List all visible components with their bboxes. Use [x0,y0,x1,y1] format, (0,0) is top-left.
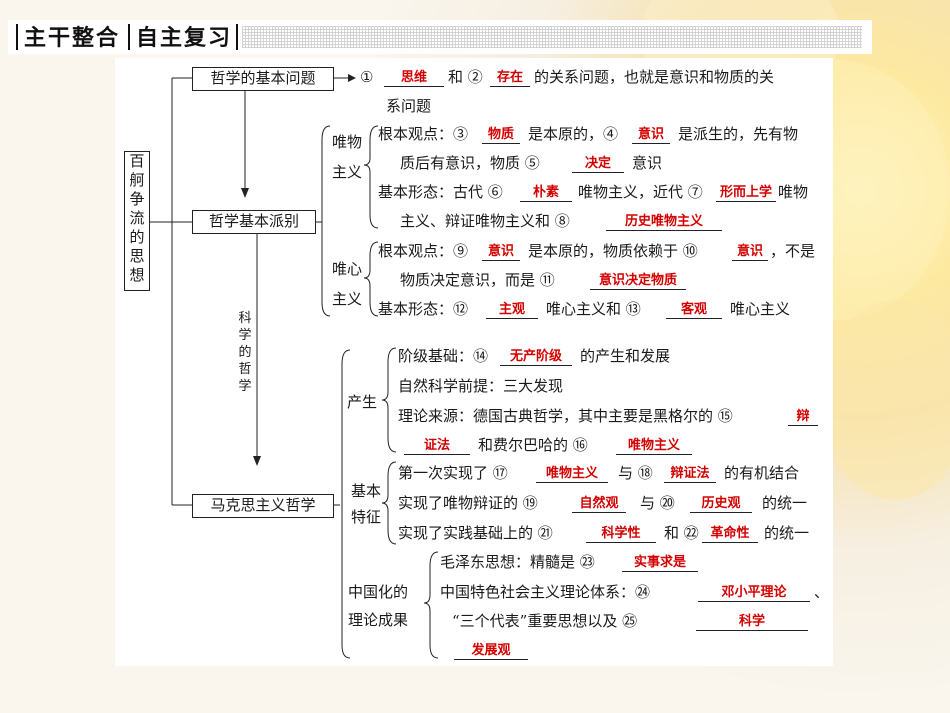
origin-line-1a: 阶级基础：⑭ [398,347,489,365]
materialism-line-3c: 唯物 [778,183,809,201]
answer-21: 科学性 [586,526,656,543]
materialism-line-1c: 是派生的，先有物 [678,125,799,143]
china-label-2: 理论成果 [348,611,409,629]
origin-label: 产生 [347,393,378,411]
answer-13: 客观 [666,302,722,319]
header-divider [16,24,18,50]
materialism-line-2a: 质后有意识，物质 ⑤ [400,154,540,172]
materialism-line-1a: 根本观点：③ [378,125,469,143]
idealism-line-3b: 唯心主义和 ⑬ [546,300,641,318]
materialism-line-3b: 唯物主义，近代 ⑦ [578,183,703,201]
branch-marxism: 马克思主义哲学 [192,494,334,518]
branch-schools: 哲学基本派别 [192,210,316,234]
answer-7: 形而上学 [716,185,776,202]
root-topic: 百舸争流的思想 [124,151,150,291]
china-line-3a: “三个代表”重要思想以及 ㉕ [452,612,638,630]
answer-17: 唯物主义 [536,466,608,483]
answer-14: 无产阶级 [500,349,572,366]
answer-25a: 科学 [696,614,808,631]
origin-line-4b: 和费尔巴哈的 ⑯ [478,436,588,454]
diagram-panel [115,58,833,666]
answer-16: 唯物主义 [616,438,692,455]
materialism-label: 唯物主义 [331,133,362,181]
materialism-line-4a: 主义、辩证唯物主义和 ⑧ [400,212,570,230]
features-line-1b: 与 ⑱ [618,464,653,482]
answer-23: 实事求是 [622,555,698,572]
materialism-line-3a: 基本形态：古代 ⑥ [378,183,503,201]
china-line-2b: 、 [814,583,830,601]
features-line-2c: 的统一 [762,494,808,512]
features-line-1c: 的有机结合 [724,464,800,482]
answer-18: 辩证法 [664,466,716,483]
answer-2: 存在 [490,70,530,87]
header-divider [236,24,238,50]
features-line-1a: 第一次实现了 ⑰ [398,464,508,482]
header-divider [128,24,130,50]
answer-9: 意识 [482,244,520,261]
idealism-label: 唯心主义 [331,260,362,308]
china-label-1: 中国化的 [348,583,409,601]
idealism-line-3c: 唯心主义 [730,300,791,318]
b1-text-1: ① [360,68,374,86]
features-line-3c: 的统一 [764,524,810,542]
origin-line-3a: 理论来源：德国古典哲学，其中主要是黑格尔的 ⑮ [398,407,733,425]
header-tab-review: 自主复习 [136,26,233,51]
origin-line-2: 自然科学前提：三大发现 [398,377,564,395]
materialism-line-1b: 是本原的，④ [528,125,619,143]
answer-5: 决定 [572,156,624,173]
header-hatch-pattern [242,26,862,48]
answer-22: 革命性 [702,526,758,543]
china-line-1a: 毛泽东思想：精髓是 ㉓ [440,553,595,571]
materialism-line-2b: 意识 [632,154,663,172]
idealism-line-3a: 基本形态：⑫ [378,300,469,318]
answer-15b: 证法 [404,438,470,455]
header-tab-main: 主干整合 [24,26,121,51]
features-line-2b: 与 ⑳ [640,494,675,512]
answer-6: 朴素 [520,185,572,202]
answer-3: 物质 [482,127,520,144]
answer-8: 历史唯物主义 [606,214,722,231]
answer-1: 思维 [384,70,444,87]
b1-text-4: 系问题 [386,97,432,115]
features-line-3a: 实现了实践基础上的 ㉑ [398,524,553,542]
answer-20: 历史观 [690,496,752,513]
features-label: 基本特征 [350,482,381,526]
idealism-line-1c: ，不是 [770,242,816,260]
china-line-2a: 中国特色社会主义理论体系：㉔ [440,583,651,601]
answer-25b: 发展观 [454,643,528,660]
idealism-line-2a: 物质决定意识，而是 ⑪ [400,271,555,289]
arrow-label: 科学的哲学 [238,311,252,394]
idealism-line-1a: 根本观点：⑨ [378,242,469,260]
origin-line-1b: 的产生和发展 [580,347,671,365]
answer-10: 意识 [732,244,768,261]
answer-19: 自然观 [572,496,626,513]
b1-text-2: 和 ② [448,68,483,86]
answer-15a: 辩 [788,409,818,426]
answer-4: 意识 [632,127,670,144]
b1-text-3: 的关系问题，也就是意识和物质的关 [534,68,775,86]
idealism-line-1b: 是本原的，物质依赖于 ⑩ [528,242,698,260]
features-line-3b: 和 ㉒ [664,524,699,542]
features-line-2a: 实现了唯物辩证的 ⑲ [398,494,538,512]
answer-11: 意识决定物质 [590,273,686,290]
branch-basic-question: 哲学的基本问题 [192,67,334,91]
answer-24: 邓小平理论 [698,585,810,602]
answer-12: 主观 [486,302,538,319]
